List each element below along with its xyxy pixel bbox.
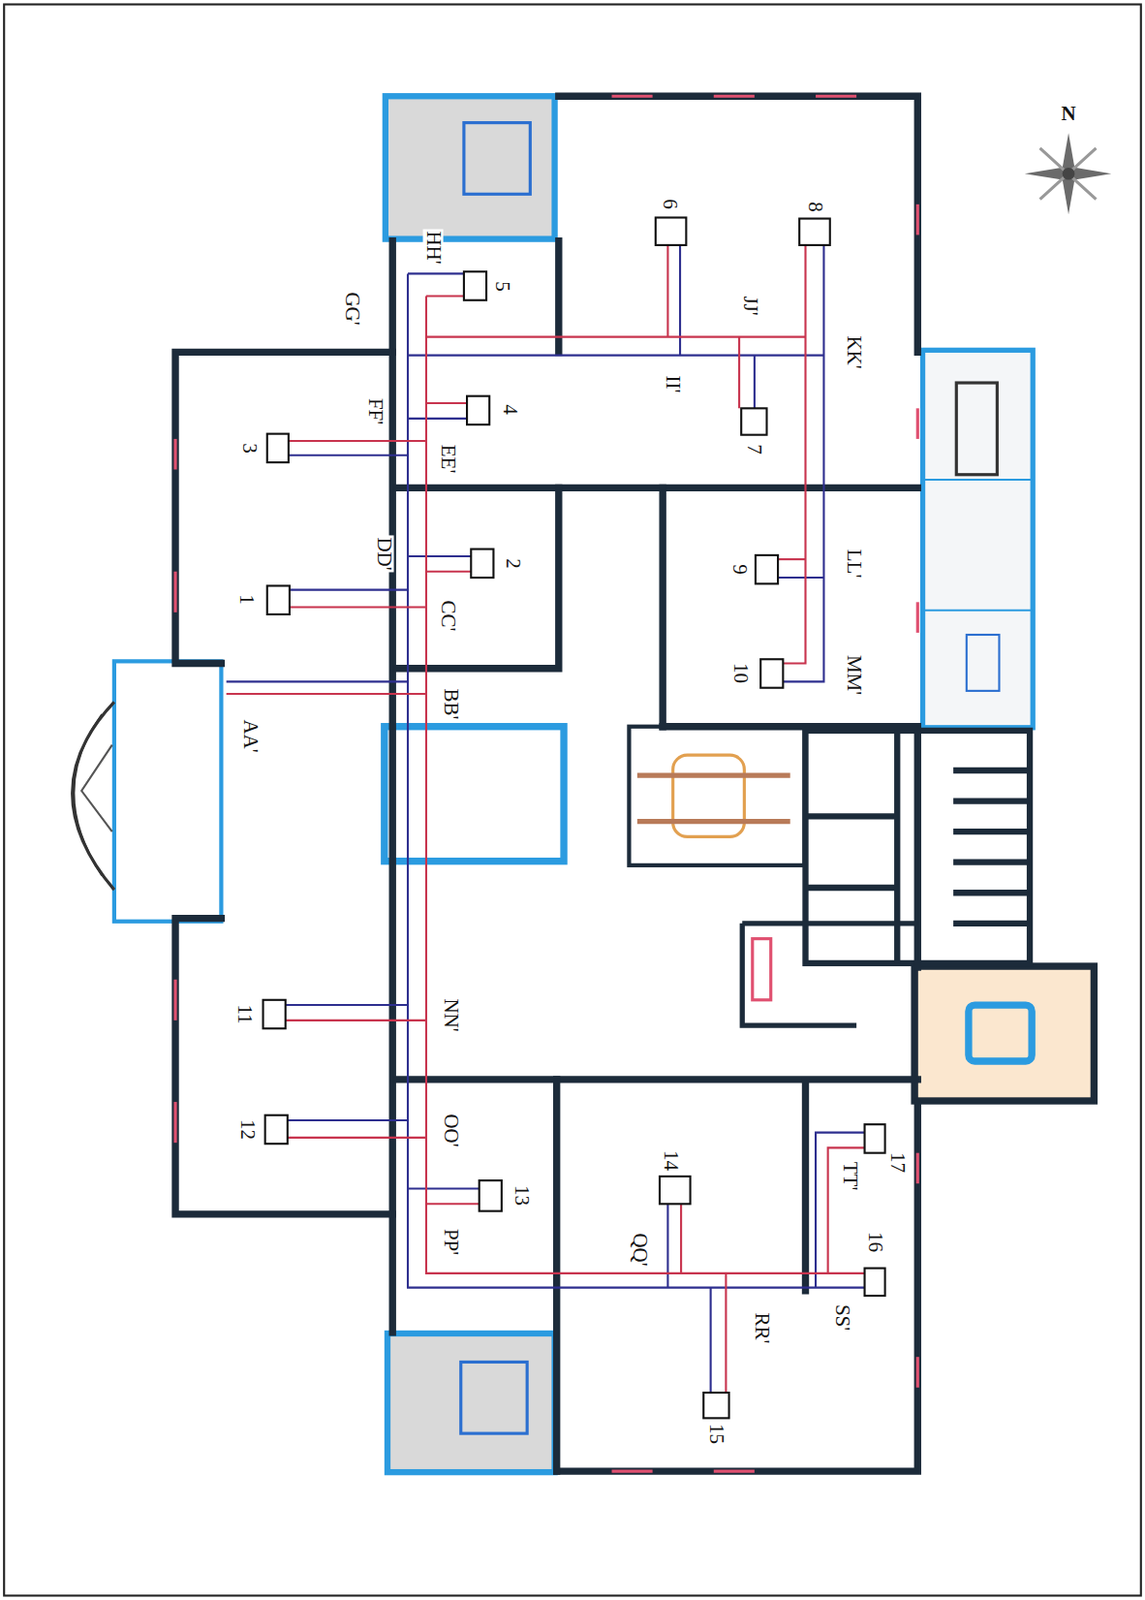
compass-letter: N bbox=[1058, 103, 1078, 124]
compass-rose bbox=[1024, 132, 1112, 215]
callout-number: 15 bbox=[706, 1421, 727, 1446]
room-label: AA' bbox=[239, 717, 260, 755]
room-label: KK' bbox=[842, 333, 864, 371]
room-label: RR' bbox=[752, 1309, 774, 1345]
callout-number: 1 bbox=[236, 592, 257, 608]
fixture bbox=[966, 634, 1000, 691]
room-label: TT' bbox=[839, 1159, 861, 1192]
callout-number: 5 bbox=[491, 279, 512, 295]
callout-number: 10 bbox=[730, 660, 751, 685]
room-label: OO' bbox=[440, 1111, 462, 1148]
callout-number: 9 bbox=[729, 561, 750, 577]
callout-number: 4 bbox=[499, 402, 521, 417]
annex bbox=[923, 349, 1034, 727]
room-label: BB' bbox=[441, 685, 463, 721]
tower bbox=[385, 95, 556, 239]
page-frame bbox=[3, 4, 1142, 1596]
room-label: DD' bbox=[372, 534, 394, 572]
room-label: PP' bbox=[440, 1226, 462, 1257]
room-label: II' bbox=[662, 373, 683, 396]
fixture bbox=[968, 1004, 1032, 1061]
callout-number: 16 bbox=[865, 1229, 886, 1254]
callout-number: 7 bbox=[742, 441, 764, 457]
porch-arc bbox=[72, 701, 115, 890]
callout-number: 8 bbox=[804, 199, 825, 215]
room-label: FF' bbox=[365, 396, 386, 427]
blue-wiring bbox=[226, 245, 866, 1393]
red-wiring bbox=[226, 245, 866, 1393]
room-label: LL' bbox=[844, 546, 866, 579]
porch bbox=[114, 660, 222, 921]
callout-number: 12 bbox=[237, 1116, 258, 1142]
callout-number: 11 bbox=[234, 1001, 255, 1025]
lift-symbol bbox=[461, 1361, 527, 1433]
device-box bbox=[263, 217, 886, 1419]
window-marks bbox=[175, 95, 918, 1471]
tower bbox=[387, 1332, 556, 1472]
room-label: HH' bbox=[423, 229, 444, 267]
room-label: GG' bbox=[341, 290, 363, 328]
callout-number: 17 bbox=[887, 1149, 908, 1175]
callout-number: 3 bbox=[238, 440, 259, 456]
light-well bbox=[384, 726, 564, 862]
callout-number: 2 bbox=[502, 556, 524, 571]
room-label: NN' bbox=[440, 995, 462, 1033]
callout-number: 13 bbox=[511, 1182, 532, 1207]
staircase bbox=[628, 726, 805, 866]
room-label: CC' bbox=[438, 598, 460, 634]
room-label: JJ' bbox=[739, 294, 760, 318]
room-label: QQ' bbox=[628, 1230, 650, 1268]
room-label: EE' bbox=[438, 442, 460, 475]
callout-number: 6 bbox=[659, 196, 681, 212]
callout-number: 14 bbox=[660, 1147, 681, 1173]
room-label: SS' bbox=[832, 1301, 853, 1332]
walls bbox=[175, 95, 918, 1471]
annex bbox=[914, 965, 1094, 1101]
lift-symbol bbox=[464, 123, 530, 195]
fixture bbox=[956, 382, 997, 475]
room-label: MM' bbox=[844, 652, 866, 697]
